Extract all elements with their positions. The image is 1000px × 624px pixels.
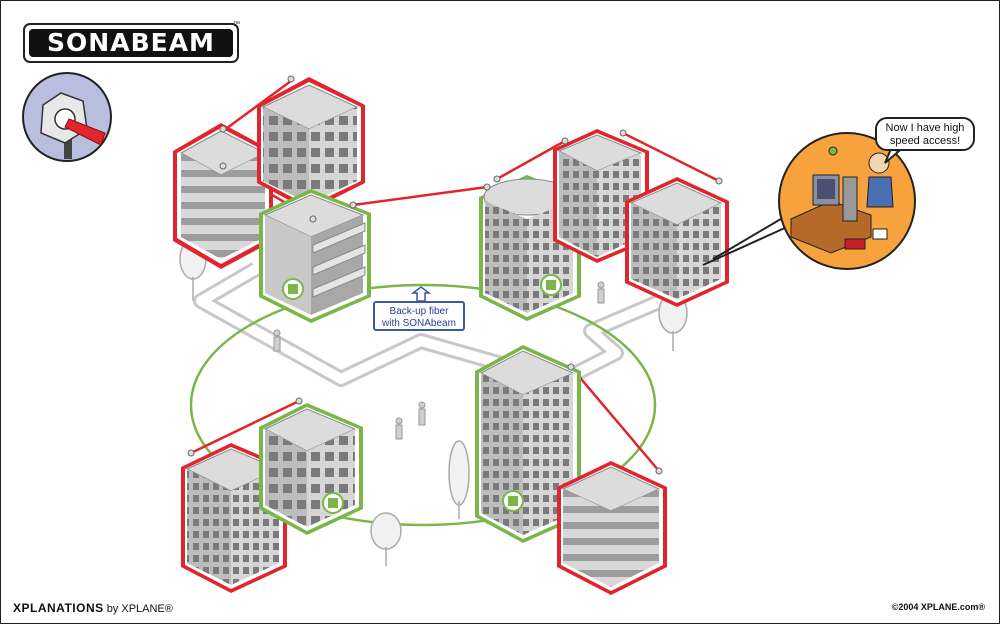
callout-line-2: with SONAbeam [382, 318, 456, 329]
logo-trademark: ™ [233, 21, 240, 28]
building-bottomright-rounded [557, 461, 667, 595]
logo-text: SONABEAM [29, 29, 233, 57]
footer-brand-by: by XPLANE® [106, 603, 173, 615]
building-topleft-rounded [173, 123, 273, 269]
user-desk-scene [778, 132, 916, 270]
building-topright-stepped [553, 129, 649, 263]
callout-arrow [410, 286, 432, 302]
sonabeam-device-badge [22, 72, 112, 162]
tree-bottom [370, 512, 402, 566]
footer-brand: XPLANATIONS by XPLANE® [13, 601, 173, 615]
building-topleft-tower [257, 77, 365, 211]
footer-copyright: ©2004 XPLANE.com® [891, 602, 985, 612]
backup-fiber-ring [189, 283, 657, 527]
rooftop-transceivers [187, 75, 723, 475]
tree-center [448, 440, 470, 519]
footer-brand-main: XPLANATIONS [13, 601, 104, 615]
speech-line-2: speed access! [889, 135, 961, 147]
building-bottom-green [259, 403, 363, 535]
building-right-tower [625, 177, 729, 307]
zoom-pointer [702, 212, 792, 266]
speech-line-1: Now I have high [885, 122, 965, 134]
pedestrians [273, 281, 605, 440]
sonabeam-logo: SONABEAM ™ [23, 21, 240, 63]
speech-bubble: Now I have high speed access! [875, 117, 975, 151]
backup-fiber-callout: Back-up fiber with SONAbeam [373, 301, 465, 331]
building-green-balconies [259, 189, 371, 323]
callout-line-1: Back-up fiber [389, 306, 449, 317]
